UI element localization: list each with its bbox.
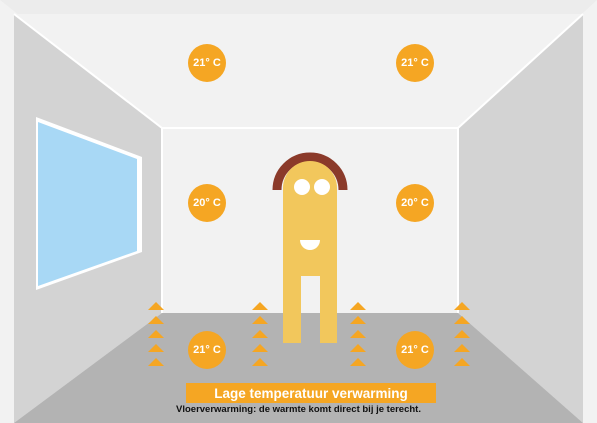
subcaption: Vloerverwarming: de warmte komt direct b… [0, 404, 597, 415]
temp-badge-top-left: 21° C [188, 44, 226, 82]
temp-badge-middle-right: 20° C [396, 184, 434, 222]
temp-badge-bottom-right: 21° C [396, 331, 434, 369]
temp-badge-bottom-left: 21° C [188, 331, 226, 369]
temp-badge-middle-left: 20° C [188, 184, 226, 222]
temp-badge-top-right: 21° C [396, 44, 434, 82]
caption-banner: Lage temperatuur verwarming [186, 383, 436, 403]
